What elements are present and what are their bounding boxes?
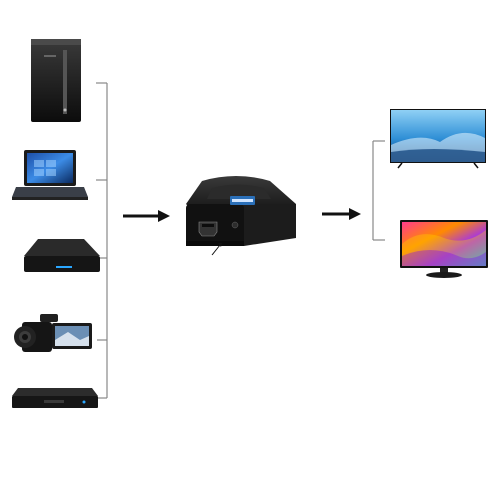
tv-box-icon — [24, 239, 100, 272]
hdmi-to-scart-converter-icon — [186, 176, 296, 256]
laptop-icon — [12, 150, 88, 200]
output-bracket — [372, 140, 385, 241]
source-bracket — [96, 82, 108, 399]
widescreen-tv-icon — [390, 109, 486, 169]
output-arrow — [322, 208, 361, 220]
input-arrow — [123, 210, 170, 222]
dvd-player-icon — [12, 388, 98, 408]
camcorder-icon — [14, 314, 92, 352]
monitor-icon — [400, 220, 488, 278]
desktop-pc-tower-icon — [31, 39, 81, 122]
